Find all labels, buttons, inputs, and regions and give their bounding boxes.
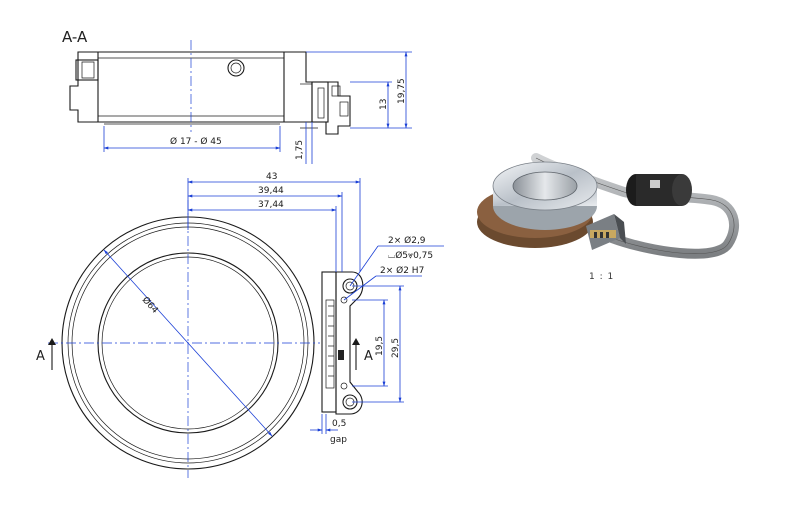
- dim-gap-label: gap: [330, 435, 347, 445]
- dim-bore-diameter: Ø 17 - Ø 45: [170, 136, 222, 147]
- isometric-view: [477, 153, 740, 259]
- front-view: Ø64 43: [36, 172, 444, 478]
- dim-gap-value: 0,5: [332, 419, 346, 429]
- dim-width-mid: 39,44: [258, 186, 284, 196]
- section-view: Ø 17 - Ø 45 13 19,75 1,75: [69, 40, 412, 164]
- dim-width-overall: 43: [266, 172, 277, 182]
- scale-label: 1 : 1: [589, 272, 615, 282]
- dim-offset-bottom: 1,75: [295, 140, 305, 160]
- dim-height-body: 13: [379, 99, 389, 110]
- ferrite-core: [626, 174, 692, 206]
- dim-outer-diameter: Ø64: [140, 295, 161, 316]
- callout-holes-a: 2× Ø2,9: [388, 235, 426, 246]
- section-title: A-A: [62, 28, 88, 46]
- callout-holes-b: 2× Ø2 H7: [380, 265, 424, 276]
- callout-counterbore: ⌴Ø5⩔0,75: [388, 250, 433, 261]
- dim-height-total: 19,75: [397, 78, 407, 104]
- dim-vertical-large: 29,5: [391, 338, 401, 358]
- dim-width-inner: 37,44: [258, 200, 284, 210]
- dim-vertical-small: 19,5: [375, 336, 385, 356]
- front-sensor-head: [321, 271, 364, 415]
- section-marker-right: A: [364, 349, 373, 364]
- section-marker-left: A: [36, 349, 45, 364]
- section-sensor-head: [300, 81, 351, 135]
- sensor-head-3d: [586, 214, 626, 250]
